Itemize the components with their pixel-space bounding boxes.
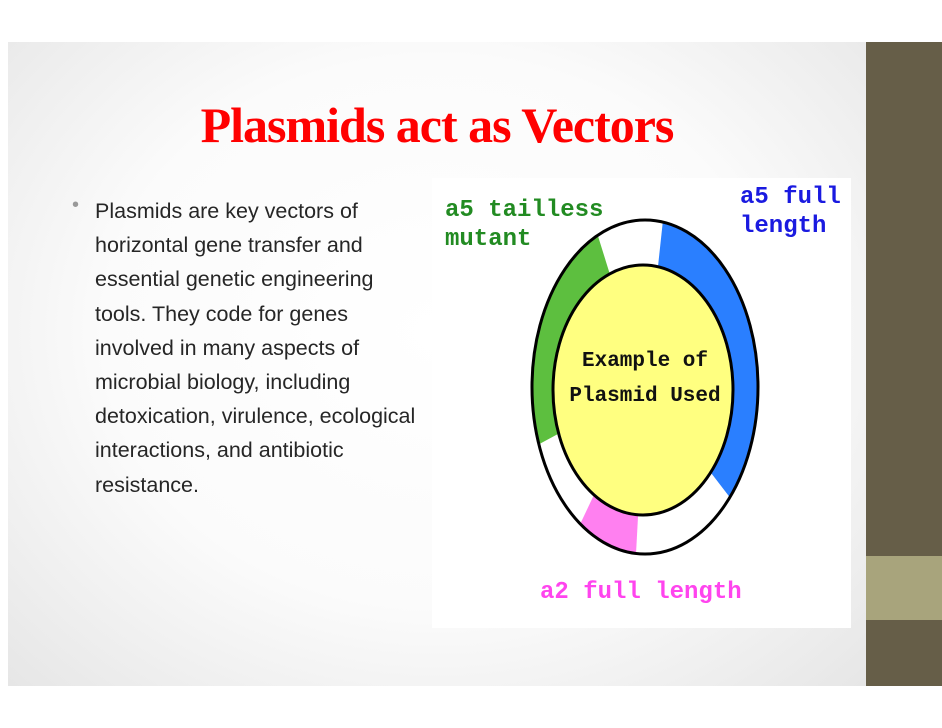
bullet-marker: • — [72, 194, 80, 216]
label-a2-full-length: a2 full length — [540, 579, 742, 606]
sidebar-band — [866, 556, 942, 620]
bullet-text: Plasmids are key vectors of horizontal g… — [95, 199, 416, 497]
ring-outline — [530, 218, 760, 556]
slide-title: Plasmids act as Vectors — [200, 97, 675, 153]
plasmid-core — [551, 263, 735, 517]
